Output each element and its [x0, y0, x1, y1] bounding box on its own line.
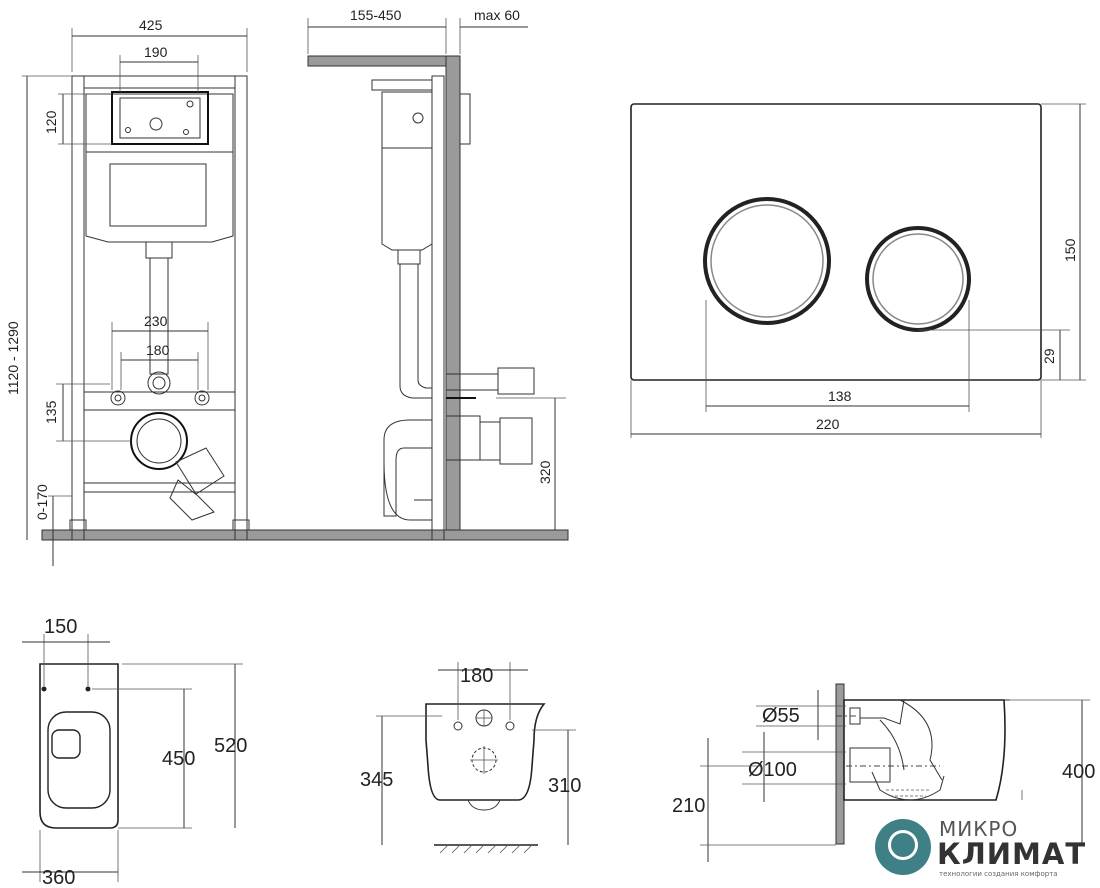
bowl-outline-top: [39, 663, 119, 829]
logo-tagline: технологии создания комфорта: [939, 870, 1058, 878]
frame-left-post: [71, 75, 85, 541]
dim-depth-range: 155-450: [350, 7, 402, 23]
flush-button-small: [865, 226, 971, 332]
logo-line1: МИКРО: [939, 817, 1019, 841]
brand-logo: МИКРО КЛИМАТ технологии создания комфорт…: [873, 815, 1093, 879]
dim-panel-height: 150: [1062, 238, 1078, 262]
dim-bowl-hole-depth: 450: [162, 748, 195, 770]
dim-top-offset: 120: [43, 110, 59, 134]
dim-max-depth: max 60: [474, 7, 520, 23]
flush-outlet: [147, 371, 171, 395]
bowl-outline-rear: [425, 703, 546, 801]
flush-panel-plate: [630, 103, 1042, 381]
stud-left: [110, 390, 126, 406]
dim-bowl-length: 520: [214, 735, 247, 757]
frame-front-dimensions: 425 190 1120 - 1290 120 230 180 135 0-17…: [5, 17, 248, 566]
frame-side-dimensions: 155-450 max 60 320: [307, 7, 566, 530]
dim-plate-width: 190: [144, 44, 168, 60]
dim-rear-inner-height: 310: [548, 775, 581, 797]
dim-outlet-height: 320: [537, 460, 553, 484]
bowl-top-dimensions: 150 450 520 360: [22, 616, 247, 888]
dim-bowl-width: 360: [42, 867, 75, 888]
flush-button-side: [459, 93, 471, 145]
dim-rear-hole-spacing: 180: [460, 665, 493, 687]
dim-button-offset: 29: [1041, 348, 1057, 364]
dim-rear-height: 345: [360, 769, 393, 791]
cistern: [85, 93, 234, 243]
bowl-rear-view: [425, 703, 546, 854]
dim-drain-height: 210: [672, 795, 705, 817]
flush-plate-opening: [111, 91, 209, 145]
dim-bowl-hole-spacing: 150: [44, 616, 77, 638]
bowl-outline-side: [843, 699, 1006, 801]
side-wall: [445, 55, 461, 531]
dim-flush-diameter: Ø55: [762, 705, 800, 727]
frame-front-view: [41, 75, 569, 541]
bowl-rear-dimensions: 180 345 310: [360, 662, 581, 845]
floor-line: [41, 529, 569, 541]
dim-bowl-height: 400: [1062, 761, 1095, 783]
flush-panel: [630, 103, 1042, 381]
bowl-side-section: [835, 683, 1023, 845]
dim-button-span: 138: [828, 388, 852, 404]
dim-drain-diameter: Ø100: [748, 759, 797, 781]
side-post: [431, 75, 445, 541]
ceiling-wall: [307, 55, 461, 67]
flush-pipe: [149, 257, 169, 375]
dim-stud-inner: 180: [146, 342, 170, 358]
dim-stud-outer: 230: [144, 313, 168, 329]
dim-foot-range: 0-170: [34, 484, 50, 520]
bowl-top-view: [39, 663, 119, 829]
dim-outlet-offset: 135: [43, 400, 59, 424]
dim-frame-width: 425: [139, 17, 163, 33]
bowl-side-dimensions: Ø55 Ø100 210 400: [672, 690, 1095, 862]
flush-button-large: [703, 197, 831, 325]
leaf-icon: [875, 819, 931, 875]
frame-side-view: [307, 55, 535, 541]
stud-right: [194, 390, 210, 406]
dim-height-range: 1120 - 1290: [5, 321, 21, 395]
logo-line2: КЛИМАТ: [937, 837, 1087, 871]
frame-right-post: [234, 75, 248, 541]
dim-panel-width: 220: [816, 416, 840, 432]
flush-panel-dimensions: 150 29 138 220: [630, 103, 1086, 438]
bowl-wall: [835, 683, 845, 845]
